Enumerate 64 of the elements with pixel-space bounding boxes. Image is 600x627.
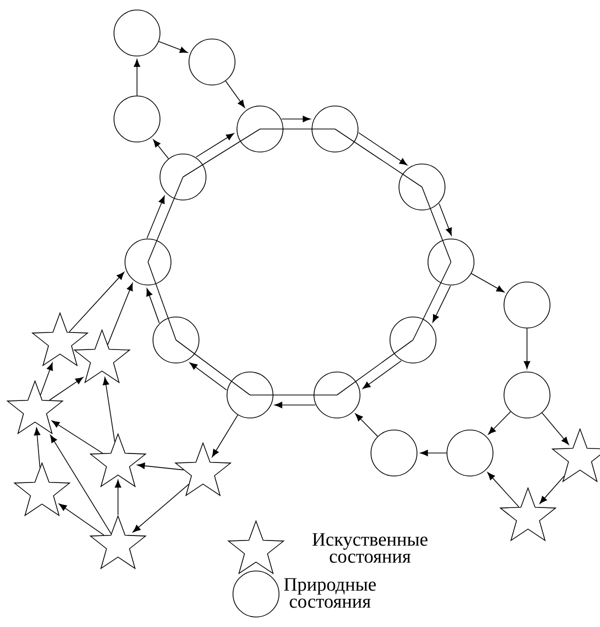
state-circle <box>124 238 172 286</box>
state-circle <box>504 282 550 328</box>
state-circle <box>428 238 474 286</box>
arrow <box>158 41 188 53</box>
legend-label: Природные состояния <box>284 578 376 608</box>
cycle-line <box>148 176 184 262</box>
state-circle <box>226 372 274 418</box>
arrow <box>274 402 316 408</box>
state-circle <box>446 430 494 476</box>
state-circle <box>188 38 236 86</box>
state-circle <box>398 164 446 210</box>
arrow <box>137 462 184 470</box>
arrow <box>114 480 122 516</box>
state-circle <box>152 316 200 364</box>
arrow <box>470 273 504 292</box>
arrow <box>358 132 408 166</box>
arrow <box>355 414 378 437</box>
arrow <box>540 476 564 504</box>
arrow <box>524 328 530 369</box>
arrow <box>146 196 165 239</box>
arrow <box>212 414 238 458</box>
state-circle <box>114 96 160 142</box>
arrow <box>196 133 234 158</box>
arrow <box>420 450 447 456</box>
arrow <box>190 362 227 390</box>
cycle-line <box>334 128 422 188</box>
cycle-line <box>260 128 336 130</box>
arrow <box>362 360 402 389</box>
arrow <box>542 412 569 445</box>
arrow <box>107 282 133 345</box>
cycle-line <box>412 262 452 340</box>
arrow <box>34 428 40 468</box>
arrow <box>488 411 511 434</box>
arrow <box>432 286 451 322</box>
arrow <box>134 59 140 96</box>
cycle-line <box>422 186 452 262</box>
arrow <box>49 377 84 401</box>
arrow <box>52 420 103 454</box>
state-circle <box>312 106 358 152</box>
arrow <box>146 288 160 324</box>
state-circle <box>114 10 160 56</box>
legend-label: Искуственные состояния <box>312 533 428 563</box>
arrow <box>58 504 104 536</box>
state-circle <box>504 372 550 418</box>
cycle-line <box>250 394 338 396</box>
arrow <box>487 472 520 508</box>
state-circle <box>236 106 284 152</box>
arrow <box>438 203 452 236</box>
state-circle <box>370 430 418 476</box>
cycle-line <box>148 262 176 340</box>
arrow <box>153 139 169 160</box>
arrow <box>281 116 311 122</box>
cycle-line <box>182 128 260 178</box>
arrow <box>225 80 245 108</box>
arrow <box>132 484 190 532</box>
state-circle <box>390 316 436 364</box>
cycle-line <box>176 340 250 396</box>
cycle-line <box>336 340 414 396</box>
arrow <box>102 377 116 442</box>
arrow <box>50 434 112 534</box>
arrow <box>68 272 124 332</box>
state-circle <box>160 154 206 200</box>
state-circle <box>314 372 360 418</box>
arrow <box>40 362 53 396</box>
